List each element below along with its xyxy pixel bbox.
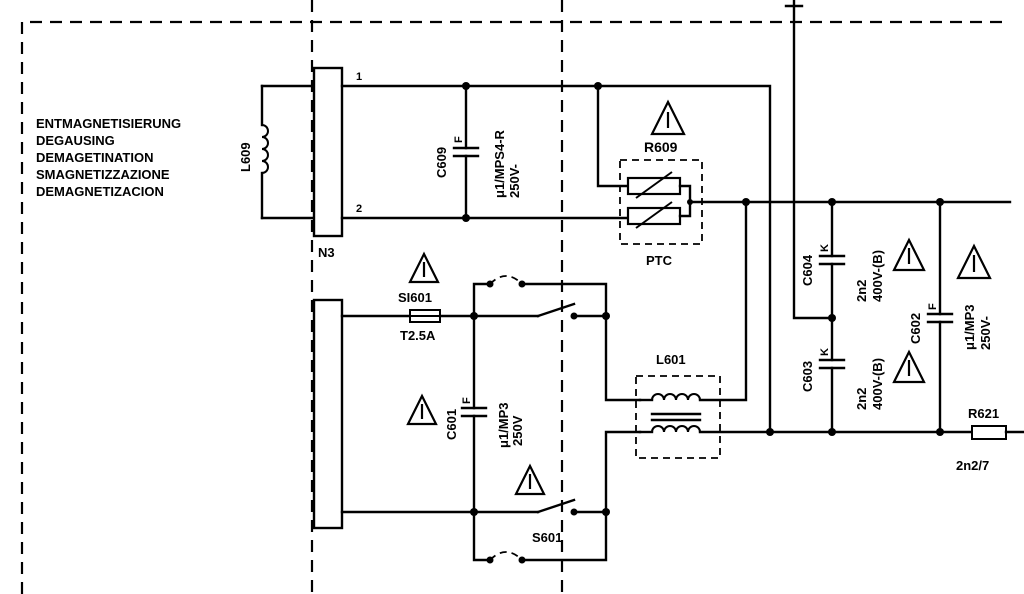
warning-triangle-icon bbox=[892, 237, 926, 272]
n3-label: N3 bbox=[318, 245, 335, 260]
capacitor-c601: C601 F μ1/MP3 250V bbox=[444, 314, 525, 514]
l601-label: L601 bbox=[656, 352, 686, 367]
si601-rating: T2.5A bbox=[400, 328, 436, 343]
switch-s601-lower: S601 bbox=[472, 430, 642, 564]
degauss-label-block: ENTMAGNETISIERUNG DEGAUSING DEMAGETINATI… bbox=[36, 116, 181, 199]
si601-ref: SI601 bbox=[398, 290, 432, 305]
c603-ref: C603 bbox=[800, 361, 815, 392]
c602-ref: C602 bbox=[908, 313, 923, 344]
warning-triangle-icon bbox=[956, 243, 992, 280]
warning-triangle-icon bbox=[406, 393, 438, 426]
capacitor-c603: C603 K 2n2 400V-(B) bbox=[800, 316, 885, 434]
capacitor-c604: C604 K 2n2 400V-(B) bbox=[800, 200, 885, 322]
c602-value: μ1/MP3 bbox=[962, 304, 977, 350]
degauss-label-it: SMAGNETIZZAZIONE bbox=[36, 167, 170, 182]
c603-type: K bbox=[819, 348, 831, 356]
connector-n3: N3 1 2 bbox=[312, 66, 362, 260]
degauss-label-en: DEGAUSING bbox=[36, 133, 115, 148]
l609-label: L609 bbox=[238, 142, 253, 172]
warning-triangle-icon bbox=[650, 99, 686, 136]
c604-ref: C604 bbox=[800, 254, 815, 286]
r609-ref: R609 bbox=[644, 139, 678, 155]
c601-type: F bbox=[461, 397, 473, 404]
ptc-r609: R609 PTC bbox=[596, 84, 1012, 268]
fuse-si601: SI601 T2.5A bbox=[398, 290, 441, 343]
c603-voltage: 400V-(B) bbox=[870, 358, 885, 410]
r621-ref: R621 bbox=[968, 406, 999, 421]
switch-s601-upper bbox=[472, 275, 642, 402]
resistor-r621: R621 2n2/7 bbox=[956, 406, 1024, 473]
capacitor-c609: C609 F μ1/MPS4-R 250V- bbox=[434, 84, 522, 220]
c609-ref: C609 bbox=[434, 147, 449, 178]
capacitor-c602: C602 F μ1/MP3 250V- bbox=[908, 200, 993, 434]
warning-triangle-icon bbox=[514, 463, 546, 496]
warning-triangle-icon bbox=[408, 251, 440, 284]
c603-value: 2n2 bbox=[854, 388, 869, 410]
s601-label: S601 bbox=[532, 530, 562, 545]
n3-pin1-label: 1 bbox=[356, 71, 362, 83]
c604-value: 2n2 bbox=[854, 280, 869, 302]
n3-pin2-label: 2 bbox=[356, 203, 362, 215]
r609-type: PTC bbox=[646, 253, 673, 268]
mains-connector bbox=[312, 298, 344, 530]
c602-type: F bbox=[927, 303, 939, 310]
degauss-label-es: DEMAGNETIZACION bbox=[36, 184, 164, 199]
degauss-coil-l609: L609 bbox=[238, 84, 316, 220]
c604-type: K bbox=[819, 244, 831, 252]
c609-type: F bbox=[453, 136, 465, 143]
degauss-label-fr: DEMAGETINATION bbox=[36, 150, 153, 165]
warning-triangle-icon bbox=[892, 349, 926, 384]
c604-voltage: 400V-(B) bbox=[870, 250, 885, 302]
c601-ref: C601 bbox=[444, 409, 459, 440]
c609-value: μ1/MPS4-R bbox=[492, 129, 507, 198]
degauss-label-de: ENTMAGNETISIERUNG bbox=[36, 116, 181, 131]
board-boundary bbox=[20, 0, 1010, 594]
c601-value: μ1/MP3 bbox=[496, 402, 511, 448]
c609-voltage: 250V- bbox=[507, 164, 522, 198]
r621-value: 2n2/7 bbox=[956, 458, 989, 473]
c601-voltage: 250V bbox=[510, 415, 525, 446]
c602-voltage: 250V- bbox=[978, 316, 993, 350]
